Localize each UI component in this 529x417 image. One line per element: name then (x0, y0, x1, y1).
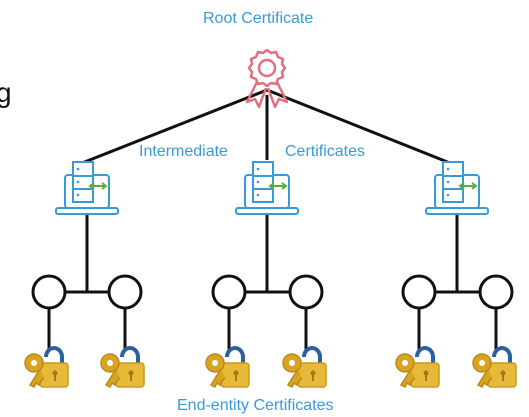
intermediate-label: Intermediate (139, 143, 228, 161)
key-lock-icon (471, 346, 518, 389)
key-lock-icon (204, 346, 251, 389)
server-laptop-icon (235, 161, 299, 215)
node-circle (211, 274, 247, 310)
connector-lines (47, 88, 498, 350)
node-circle (288, 274, 324, 310)
root-to-left-line (76, 88, 268, 167)
node-circle (401, 274, 437, 310)
key-lock-icon (281, 346, 328, 389)
root-to-right-line (266, 88, 456, 167)
node-circle (31, 274, 67, 310)
node-circle (107, 274, 143, 310)
node-circle (478, 274, 514, 310)
server-laptop-icon (55, 161, 119, 215)
end-entity-certificates-label: End-entity Certificates (177, 397, 334, 415)
end-entity-node-circles (31, 274, 514, 310)
root-certificate-label: Root Certificate (203, 10, 314, 28)
partial-edge-text: g (0, 77, 12, 108)
key-lock-icon (99, 346, 146, 389)
certificates-label: Certificates (285, 143, 366, 161)
server-laptop-icon (425, 161, 489, 215)
key-lock-icon (394, 346, 441, 389)
ribbon-certificate-icon (245, 48, 289, 109)
key-lock-icon (23, 346, 70, 389)
